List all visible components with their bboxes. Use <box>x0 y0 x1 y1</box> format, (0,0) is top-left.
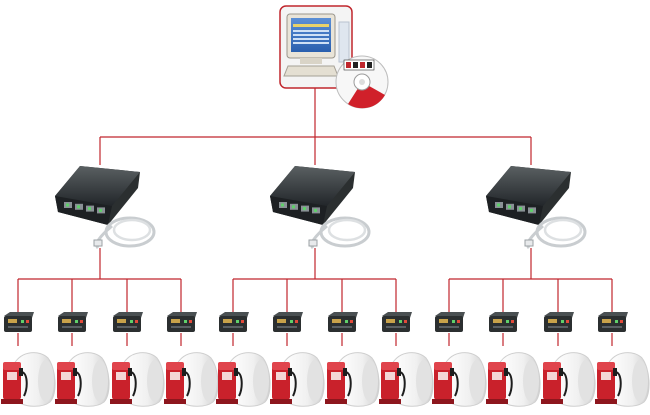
fuel-dispenser-tank-icon <box>270 352 325 407</box>
fuel-dispenser-tank-icon <box>595 352 650 407</box>
controller-unit-icon <box>273 312 303 332</box>
controller-unit-icon <box>382 312 412 332</box>
fuel-dispenser-tank-icon <box>110 352 165 407</box>
interface-box-with-cable-icon <box>270 166 371 250</box>
computer-with-software-cd-icon <box>279 5 389 109</box>
controller-unit-icon <box>435 312 465 332</box>
controller-unit-icon <box>598 312 628 332</box>
fuel-dispenser-tank-icon <box>486 352 541 407</box>
fuel-dispenser-tank-icon <box>432 352 487 407</box>
fuel-dispenser-tank-icon <box>325 352 380 407</box>
controller-unit-icon <box>328 312 358 332</box>
fuel-dispenser-tank-icon <box>1 352 56 407</box>
controller-unit-icon <box>58 312 88 332</box>
fuel-dispenser-tank-icon <box>164 352 219 407</box>
controller-unit-icon <box>544 312 574 332</box>
controller-unit-icon <box>489 312 519 332</box>
controller-unit-icon <box>4 312 34 332</box>
connection-lines <box>17 88 613 346</box>
interface-box-with-cable-icon <box>486 166 587 250</box>
controller-unit-icon <box>219 312 249 332</box>
fuel-dispenser-tank-icon <box>55 352 110 407</box>
fuel-dispenser-tank-icon <box>216 352 271 407</box>
interface-box-with-cable-icon <box>55 166 156 250</box>
controller-unit-icon <box>113 312 143 332</box>
controller-unit-icon <box>167 312 197 332</box>
fuel-dispenser-tank-icon <box>379 352 434 407</box>
fuel-dispenser-tank-icon <box>541 352 596 407</box>
